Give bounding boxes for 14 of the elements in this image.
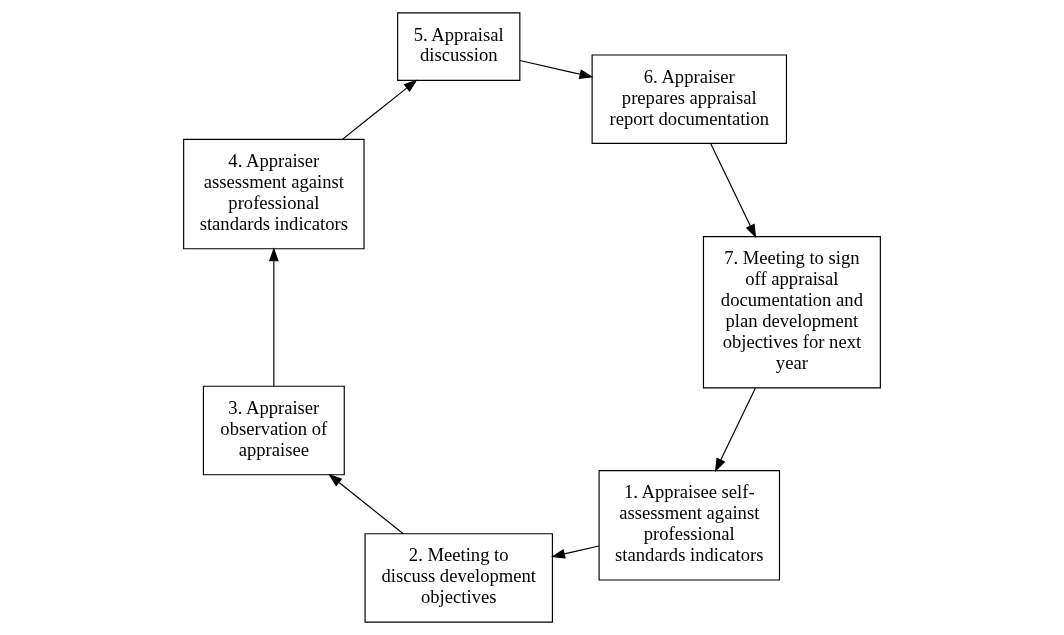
node-box: 1. Appraisee self-assessment against professional standards indicators: [598, 470, 781, 581]
arrow: [714, 387, 757, 473]
node-box: 4. Appraiser assessment against professional standards indicators: [183, 138, 365, 250]
arrow: [328, 473, 404, 535]
arrow: [519, 59, 594, 79]
arrow: [268, 247, 279, 387]
node-box: 5. Appraisal discussion: [397, 12, 521, 81]
node-box: 7. Meeting to sign off appraisal documentation and plan development objectives for next year: [702, 236, 881, 389]
arrow: [342, 79, 418, 140]
node-box: 6. Appraiser prepares appraisal report documentation: [591, 54, 788, 144]
arrow: [710, 143, 757, 239]
node-box: 3. Appraiser observation of appraisee: [202, 385, 345, 476]
node-box: 2. Meeting to discuss development objectives: [364, 533, 553, 623]
arrow: [551, 545, 600, 559]
